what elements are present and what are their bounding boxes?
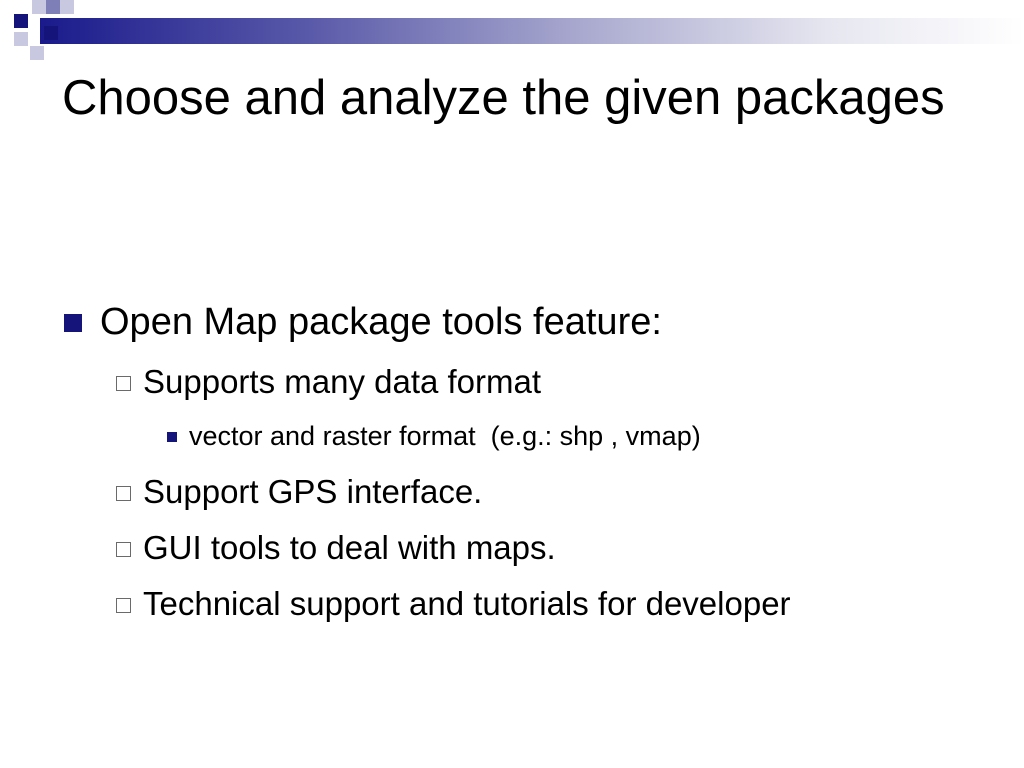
hollow-square-bullet-icon [116, 541, 131, 557]
bullet-text: GUI tools to deal with maps. [143, 529, 556, 566]
sub-bullet-item: Technical support and tutorials for deve… [116, 582, 791, 626]
slide-title: Choose and analyze the given packages [62, 71, 945, 125]
sub-bullet-item: GUI tools to deal with maps. [116, 526, 556, 570]
header-square [14, 32, 28, 46]
header-square [32, 0, 46, 14]
hollow-square-bullet-icon [116, 597, 131, 613]
sub-bullet-item: Supports many data format [116, 360, 541, 404]
bullet-item-main: Open Map package tools feature: [64, 296, 662, 348]
header-square [46, 0, 60, 14]
header-square [60, 0, 74, 14]
small-square-bullet-icon [167, 432, 177, 442]
bullet-text: Support GPS interface. [143, 473, 483, 510]
header-square [44, 26, 58, 40]
bullet-text: Open Map package tools feature: [100, 301, 662, 343]
square-bullet-icon [64, 314, 82, 332]
bullet-text: Technical support and tutorials for deve… [143, 585, 791, 622]
sub-bullet-item: Support GPS interface. [116, 470, 482, 514]
header-square [30, 46, 44, 60]
header-gradient-band [40, 18, 1024, 44]
bullet-text: vector and raster format (e.g.: shp , vm… [189, 421, 701, 451]
sub-sub-bullet-item: vector and raster format (e.g.: shp , vm… [167, 418, 701, 454]
hollow-square-bullet-icon [116, 485, 131, 501]
hollow-square-bullet-icon [116, 375, 131, 391]
header-square [14, 14, 28, 28]
bullet-text: Supports many data format [143, 363, 542, 400]
